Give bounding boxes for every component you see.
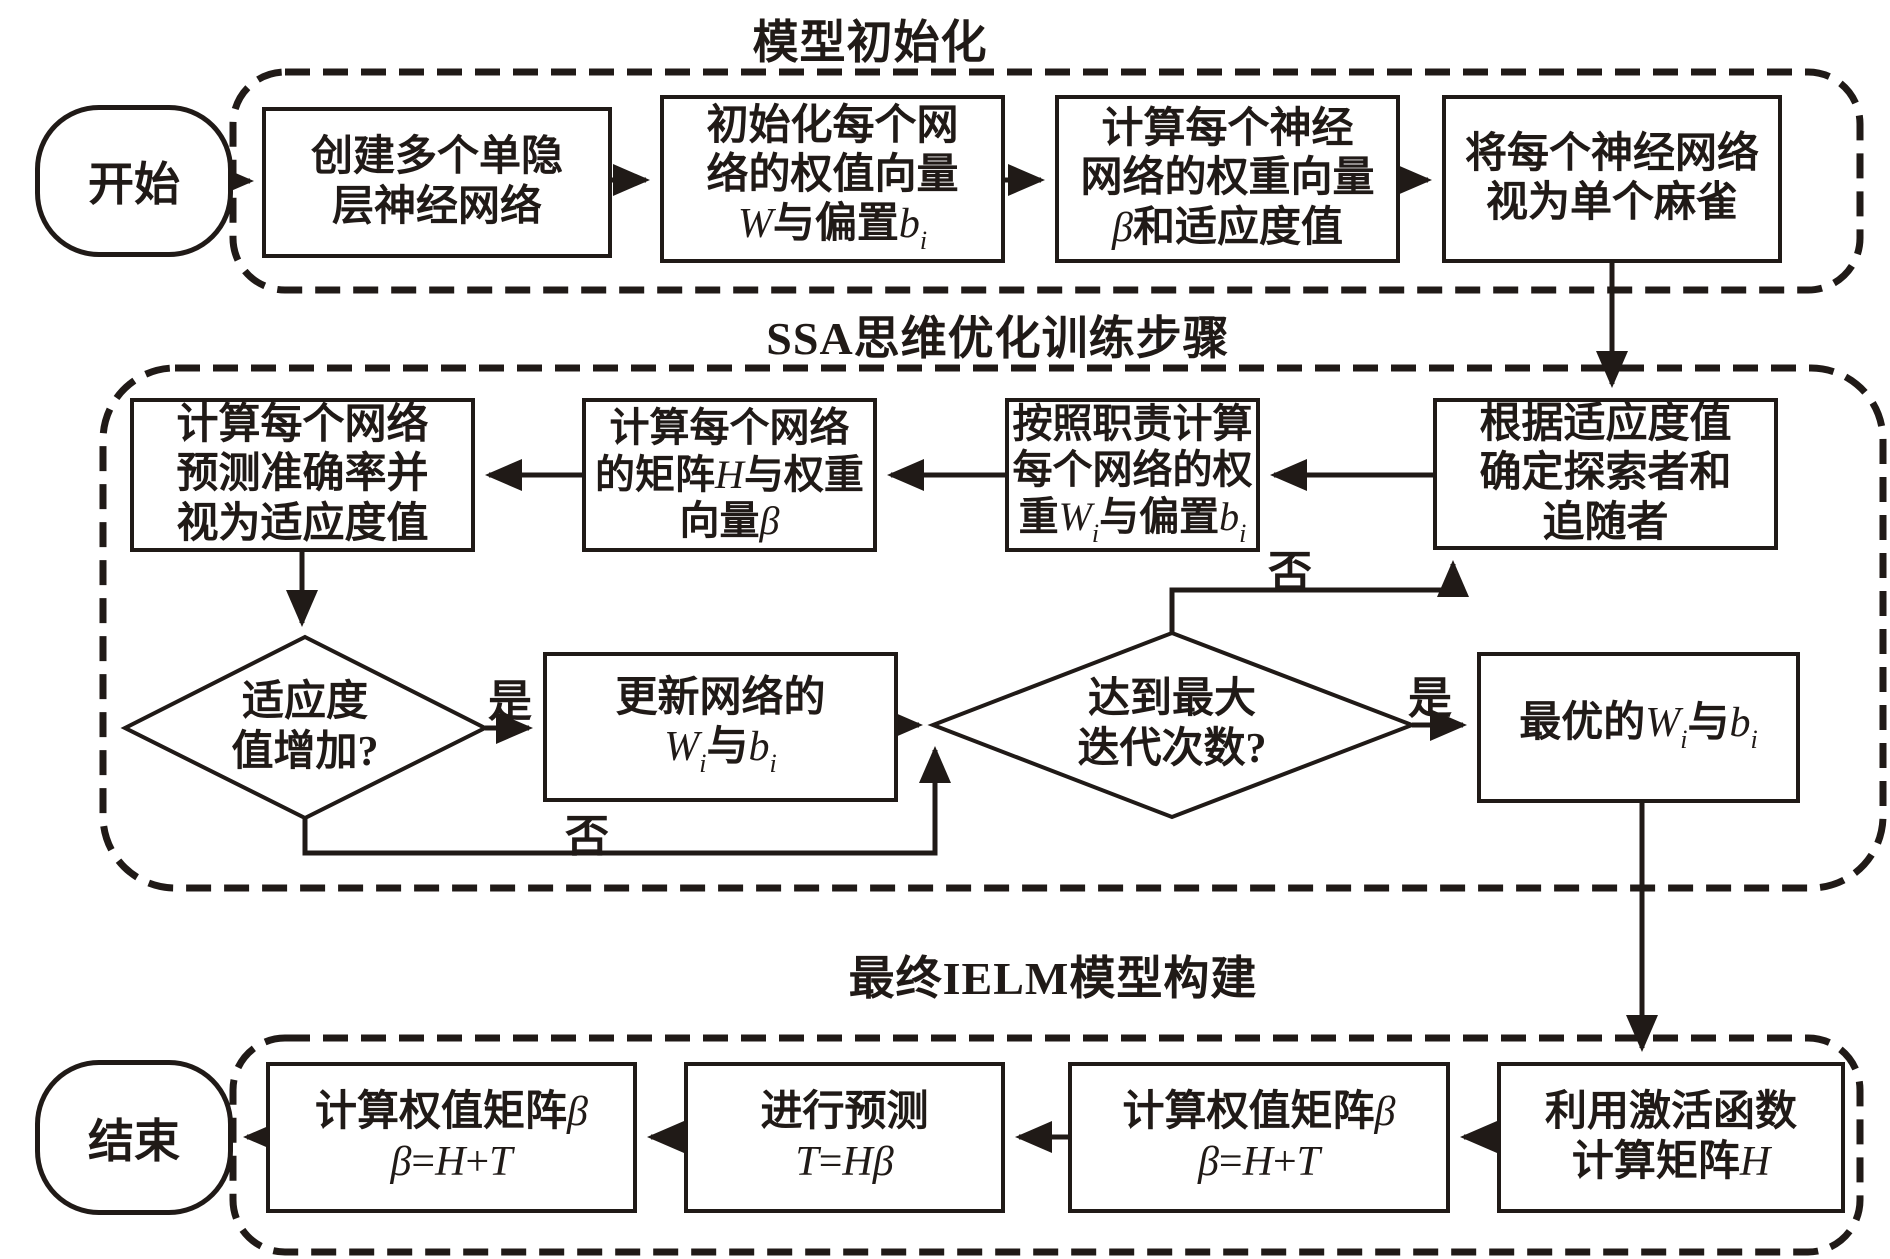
flow-box-activation-H: 利用激活函数计算矩阵H xyxy=(1497,1062,1845,1213)
flow-box-calc-matrix-H: 计算每个网络的矩阵H与权重向量β xyxy=(582,398,877,552)
flow-box-as-sparrow: 将每个神经网络视为单个麻雀 xyxy=(1442,95,1782,263)
flow-box-determine-roles: 根据适应度值确定探索者和追随者 xyxy=(1433,398,1778,550)
section-title-initialization: 模型初始化 xyxy=(752,17,988,68)
decision-fitness-increase-shape xyxy=(120,634,490,821)
start-node: 开始 xyxy=(35,105,233,257)
flow-box-accuracy-fitness: 计算每个网络预测准确率并视为适应度值 xyxy=(130,398,475,552)
end-node: 结束 xyxy=(35,1060,233,1215)
section-ielm-build-container xyxy=(229,1034,1864,1256)
flow-box-create-networks: 创建多个单隐层神经网络 xyxy=(262,107,612,258)
branch-label-yes-2: 是 xyxy=(1408,674,1452,723)
arrow-decision2-no-return xyxy=(1169,559,1469,635)
decision-max-iterations-shape xyxy=(927,630,1418,820)
branch-label-no-2: 否 xyxy=(1268,548,1312,597)
flow-box-duty-weights: 按照职责计算每个网络的权重Wi与偏置bi xyxy=(1005,398,1260,552)
section-title-ielm-build: 最终IELM模型构建 xyxy=(848,953,1258,1004)
branch-label-yes-1: 是 xyxy=(488,677,532,726)
section-title-ssa-training: SSA思维优化训练步骤 xyxy=(766,313,1230,364)
section-ssa-training-container xyxy=(99,364,1887,892)
arrow-decision1-no-return xyxy=(302,745,951,856)
flow-box-best-wb: 最优的Wi与bi xyxy=(1477,652,1800,803)
branch-label-no-1: 否 xyxy=(565,812,609,861)
